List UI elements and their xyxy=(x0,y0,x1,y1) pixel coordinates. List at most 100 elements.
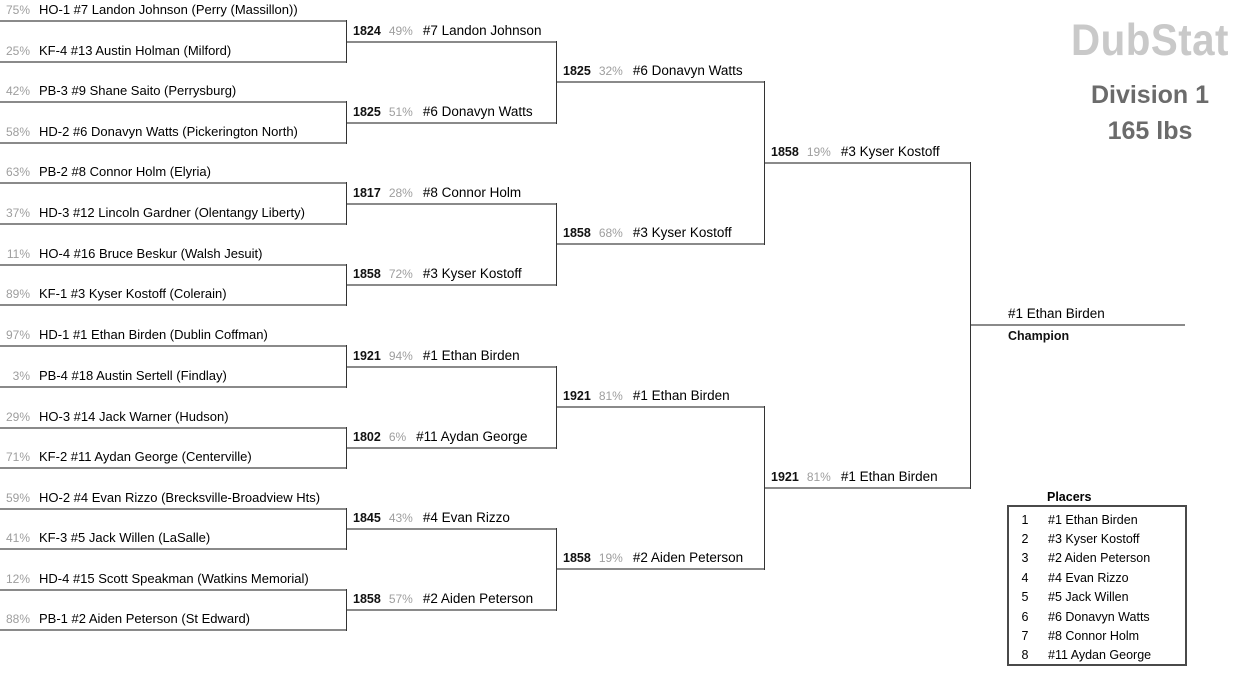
wrestler-name: #1 Ethan Birden xyxy=(632,388,730,403)
bracket-connector xyxy=(764,81,765,245)
win-probability: 41% xyxy=(5,531,30,545)
round1-entry: 89% KF-1 #3 Kyser Kostoff (Colerain) xyxy=(0,282,347,306)
round1-entry: 42% PB-3 #9 Shane Saito (Perrysburg) xyxy=(0,79,347,103)
wrestler-name: HD-4 #15 Scott Speakman (Watkins Memoria… xyxy=(39,571,309,586)
elo-rating: 1802 xyxy=(353,430,381,444)
placers-title: Placers xyxy=(1047,490,1092,504)
round2-entry: 1802 6% #11 Aydan George xyxy=(347,425,557,449)
wrestler-name: #1 Ethan Birden xyxy=(422,348,520,363)
dubstat-logo: DubStat xyxy=(1071,14,1229,65)
wrestler-name: #8 Connor Holm xyxy=(422,185,522,200)
bracket-connector xyxy=(970,162,971,489)
elo-rating: 1817 xyxy=(353,186,381,200)
elo-rating: 1824 xyxy=(353,24,381,38)
win-probability: 12% xyxy=(5,572,30,586)
wrestler-name: HD-1 #1 Ethan Birden (Dublin Coffman) xyxy=(39,327,268,342)
wrestler-name: #1 Ethan Birden xyxy=(840,469,938,484)
bracket-connector xyxy=(556,528,557,611)
wrestler-name: #2 Aiden Peterson xyxy=(632,550,744,565)
win-probability: 97% xyxy=(5,328,30,342)
win-probability: 25% xyxy=(5,44,30,58)
round1-entry: 71% KF-2 #11 Aydan George (Centerville) xyxy=(0,445,347,469)
wrestler-name: HD-3 #12 Lincoln Gardner (Olentangy Libe… xyxy=(39,205,305,220)
wrestler-name: KF-1 #3 Kyser Kostoff (Colerain) xyxy=(39,286,227,301)
placer-name: #11 Aydan George xyxy=(1048,648,1152,663)
round2-entry: 1858 57% #2 Aiden Peterson xyxy=(347,587,557,611)
round1-entry: 11% HO-4 #16 Bruce Beskur (Walsh Jesuit) xyxy=(0,242,347,266)
wrestler-name: KF-4 #13 Austin Holman (Milford) xyxy=(39,43,232,58)
win-probability: 6% xyxy=(388,430,407,444)
round1-entry: 25% KF-4 #13 Austin Holman (Milford) xyxy=(0,39,347,63)
final-entry: 1921 81% #1 Ethan Birden xyxy=(765,465,971,489)
wrestler-name: #3 Kyser Kostoff xyxy=(422,266,522,281)
place-number: 2 xyxy=(1021,532,1029,547)
wrestler-name: HO-3 #14 Jack Warner (Hudson) xyxy=(39,409,229,424)
win-probability: 72% xyxy=(388,267,413,281)
wrestler-name: #6 Donavyn Watts xyxy=(422,104,533,119)
win-probability: 68% xyxy=(598,226,623,240)
wrestler-name: PB-3 #9 Shane Saito (Perrysburg) xyxy=(39,83,237,98)
semifinal-entry: 1858 68% #3 Kyser Kostoff xyxy=(557,221,765,245)
bracket-connector xyxy=(556,41,557,124)
win-probability: 75% xyxy=(5,3,30,17)
wrestler-name: #3 Kyser Kostoff xyxy=(840,144,940,159)
semifinal-entry: 1858 19% #2 Aiden Peterson xyxy=(557,546,765,570)
place-number: 6 xyxy=(1021,609,1029,624)
wrestler-name: HD-2 #6 Donavyn Watts (Pickerington Nort… xyxy=(39,124,298,139)
placers-table: 1 #1 Ethan Birden 2 #3 Kyser Kostoff 3 #… xyxy=(1007,505,1187,666)
round1-entry: 63% PB-2 #8 Connor Holm (Elyria) xyxy=(0,160,347,184)
win-probability: 11% xyxy=(6,247,30,261)
round2-entry: 1817 28% #8 Connor Holm xyxy=(347,181,557,205)
elo-rating: 1845 xyxy=(353,511,381,525)
placer-name: #4 Evan Rizzo xyxy=(1048,570,1129,585)
round1-entry: 12% HD-4 #15 Scott Speakman (Watkins Mem… xyxy=(0,567,347,591)
placers-row: 6 #6 Donavyn Watts xyxy=(1009,607,1185,626)
placer-name: #6 Donavyn Watts xyxy=(1048,609,1150,624)
win-probability: 28% xyxy=(388,186,413,200)
wrestler-name: #4 Evan Rizzo xyxy=(422,510,510,525)
semifinal-entry: 1825 32% #6 Donavyn Watts xyxy=(557,59,765,83)
elo-rating: 1858 xyxy=(563,551,591,565)
wrestler-name: #11 Aydan George xyxy=(416,429,528,444)
round1-entry: 88% PB-1 #2 Aiden Peterson (St Edward) xyxy=(0,607,347,631)
place-number: 8 xyxy=(1021,648,1029,663)
round1-entry: 41% KF-3 #5 Jack Willen (LaSalle) xyxy=(0,526,347,550)
placers-row: 1 #1 Ethan Birden xyxy=(1009,510,1185,529)
elo-rating: 1858 xyxy=(353,592,381,606)
bracket-connector xyxy=(346,101,347,144)
elo-rating: 1858 xyxy=(771,145,799,159)
wrestler-name: #2 Aiden Peterson xyxy=(422,591,534,606)
champion-entry: #1 Ethan Birden xyxy=(971,302,1185,326)
round1-entry: 97% HD-1 #1 Ethan Birden (Dublin Coffman… xyxy=(0,323,347,347)
bracket-connector xyxy=(346,264,347,306)
placers-row: 4 #4 Evan Rizzo xyxy=(1009,568,1185,587)
round1-entry: 75% HO-1 #7 Landon Johnson (Perry (Massi… xyxy=(0,0,347,22)
win-probability: 29% xyxy=(5,410,30,424)
placers-row: 3 #2 Aiden Peterson xyxy=(1009,549,1185,568)
elo-rating: 1921 xyxy=(563,389,591,403)
wrestler-name: PB-1 #2 Aiden Peterson (St Edward) xyxy=(39,611,251,626)
win-probability: 42% xyxy=(5,84,30,98)
win-probability: 58% xyxy=(5,125,30,139)
win-probability: 81% xyxy=(806,470,831,484)
placer-name: #3 Kyser Kostoff xyxy=(1048,532,1140,547)
place-number: 5 xyxy=(1021,590,1029,605)
bracket-connector xyxy=(556,203,557,286)
win-probability: 63% xyxy=(5,165,30,179)
division-label: Division 1 xyxy=(1090,81,1210,109)
bracket-connector xyxy=(346,427,347,469)
win-probability: 3% xyxy=(12,369,30,383)
place-number: 4 xyxy=(1021,570,1029,585)
elo-rating: 1858 xyxy=(353,267,381,281)
elo-rating: 1858 xyxy=(563,226,591,240)
win-probability: 88% xyxy=(5,612,30,626)
wrestler-name: HO-4 #16 Bruce Beskur (Walsh Jesuit) xyxy=(39,246,263,261)
semifinal-entry: 1921 81% #1 Ethan Birden xyxy=(557,384,765,408)
win-probability: 49% xyxy=(388,24,413,38)
wrestler-name: HO-1 #7 Landon Johnson (Perry (Massillon… xyxy=(39,2,298,17)
placers-row: 2 #3 Kyser Kostoff xyxy=(1009,529,1185,548)
placer-name: #8 Connor Holm xyxy=(1048,629,1140,644)
bracket-connector xyxy=(764,406,765,570)
win-probability: 19% xyxy=(806,145,831,159)
